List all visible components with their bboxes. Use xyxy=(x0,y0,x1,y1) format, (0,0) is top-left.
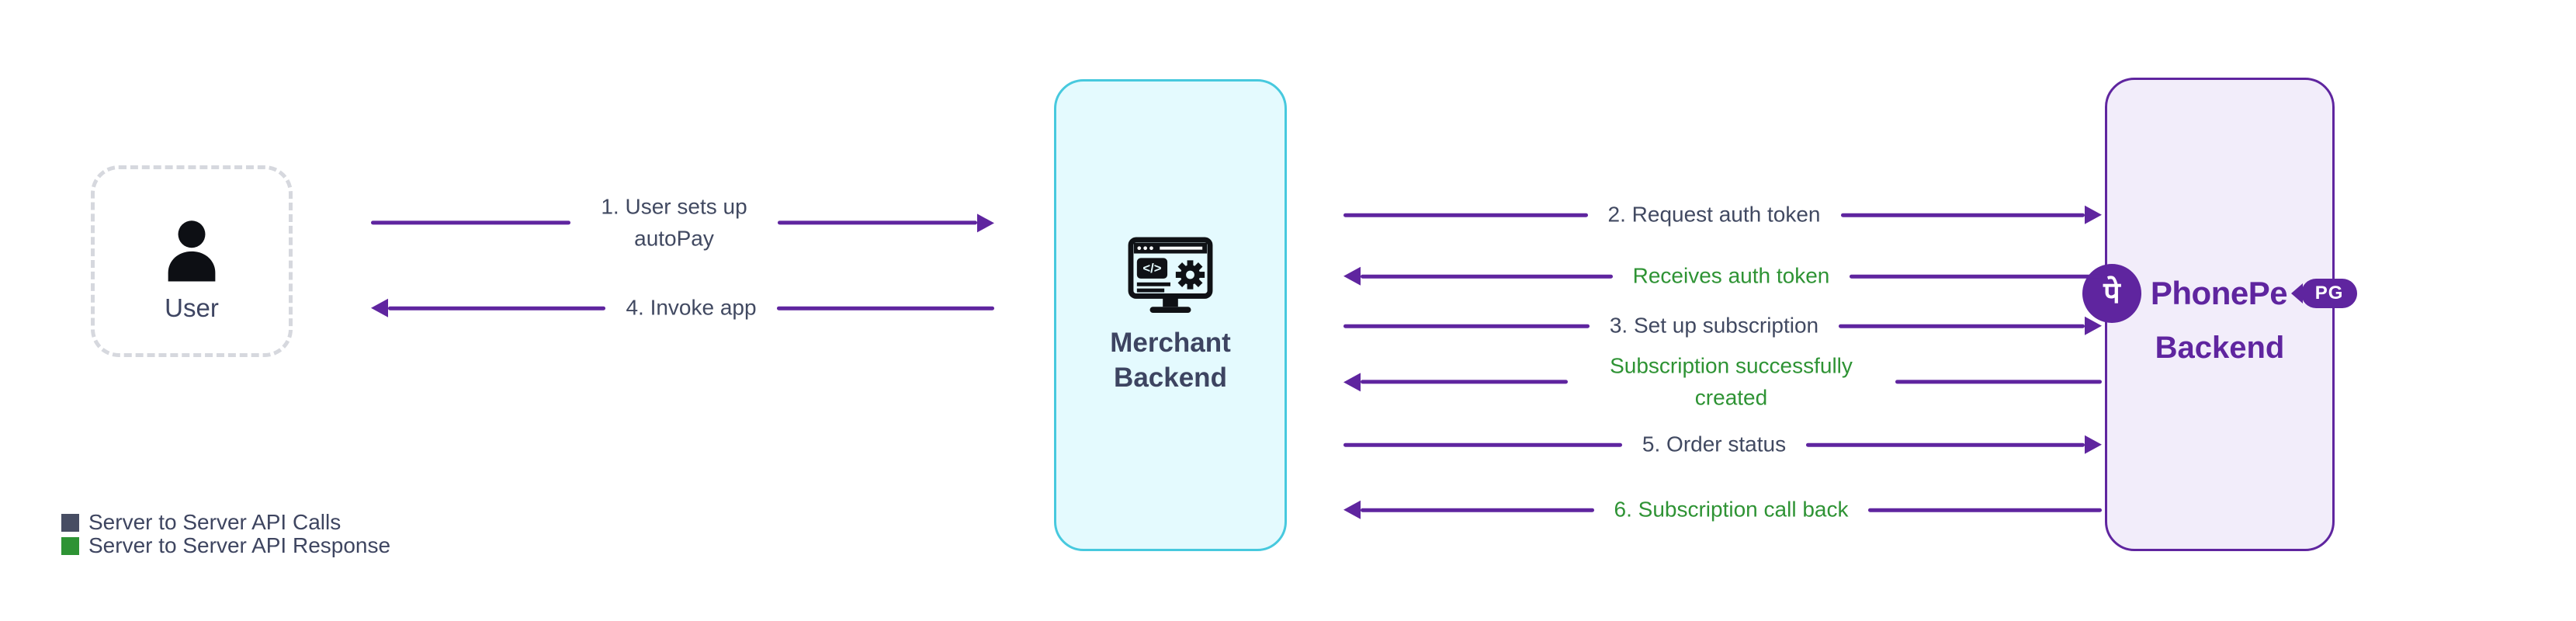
merchant-backend-actor-box: </> Merchant Backend xyxy=(1054,79,1287,551)
arrowhead-right-icon xyxy=(2085,435,2102,454)
arrow-line xyxy=(1343,213,1588,217)
arrow-line xyxy=(1806,442,2085,447)
arrow-line xyxy=(1343,442,1622,447)
flow-label: 6. Subscription call back xyxy=(1614,497,1849,522)
arrow-line xyxy=(1895,380,2102,384)
svg-text:</>: </> xyxy=(1142,261,1161,276)
arrow-line xyxy=(1850,274,2102,279)
phonepe-wordmark: PhonePe xyxy=(2150,274,2288,311)
arrowhead-left-icon xyxy=(1343,373,1361,391)
flow-receives-auth-token: Receives auth token xyxy=(1343,261,2102,293)
flow-label: 1. User sets up autoPay xyxy=(601,194,747,250)
legend-swatch-response-icon xyxy=(61,536,79,555)
arrow-line xyxy=(371,220,570,225)
arrowhead-left-icon xyxy=(371,299,388,317)
flow-user-sets-up-autopay: 1. User sets up autoPay xyxy=(371,191,994,254)
legend-swatch-calls-icon xyxy=(61,513,79,532)
phonepe-logo-icon: पे xyxy=(2082,263,2141,323)
user-actor-box: User xyxy=(91,165,293,357)
arrow-line xyxy=(778,220,977,225)
legend-row-response: Server to Server API Response xyxy=(61,533,391,557)
arrowhead-left-icon xyxy=(1343,501,1361,519)
user-actor-label: User xyxy=(165,293,219,322)
phonepe-glyph: पे xyxy=(2103,276,2120,310)
flow-order-status: 5. Order status xyxy=(1343,429,2102,461)
merchant-label-line1: Merchant xyxy=(1110,327,1231,358)
flow-label: Subscription successfully created xyxy=(1610,353,1853,409)
arrowhead-right-icon xyxy=(2085,206,2103,224)
merchant-label-line2: Backend xyxy=(1114,363,1227,393)
arrowhead-right-icon xyxy=(977,213,994,232)
flow-subscription-created: Subscription successfully created xyxy=(1343,350,2102,413)
flow-label: 4. Invoke app xyxy=(626,295,757,320)
arrow-line xyxy=(1361,380,1568,384)
flow-label: Receives auth token xyxy=(1632,263,1830,288)
flow-set-up-subscription: 3. Set up subscription xyxy=(1343,310,2102,342)
pg-badge-text: PG xyxy=(2314,282,2344,304)
monitor-code-gear-icon: </> xyxy=(1128,236,1213,313)
legend-label-response: Server to Server API Response xyxy=(88,533,391,557)
arrow-line xyxy=(388,306,606,310)
flow-label: 5. Order status xyxy=(1642,432,1787,456)
arrow-line xyxy=(776,306,994,310)
arrowhead-left-icon xyxy=(1343,267,1361,286)
arrow-line xyxy=(1868,508,2102,512)
legend-row-calls: Server to Server API Calls xyxy=(61,510,390,534)
phonepe-actor-label: Backend xyxy=(2155,330,2285,365)
user-icon xyxy=(168,220,216,281)
arrow-line xyxy=(1361,274,1613,279)
arrow-line xyxy=(1840,213,2085,217)
phonepe-backend-actor-box: पे PhonePe PG Backend xyxy=(2082,78,2358,551)
pg-badge: PG xyxy=(2301,278,2358,308)
merchant-actor-label: Merchant Backend xyxy=(1110,325,1231,396)
legend: Server to Server API Calls Server to Ser… xyxy=(61,510,391,557)
flow-invoke-app: 4. Invoke app xyxy=(371,293,994,324)
arrowhead-right-icon xyxy=(2085,317,2102,335)
flow-label: 3. Set up subscription xyxy=(1609,313,1819,338)
flow-label: 2. Request auth token xyxy=(1607,202,1821,227)
arrow-line xyxy=(1361,508,1594,512)
flow-request-auth-token: 2. Request auth token xyxy=(1343,199,2103,231)
flow-subscription-callback: 6. Subscription call back xyxy=(1343,494,2102,526)
phonepe-logo: पे PhonePe PG xyxy=(2082,263,2358,323)
arrow-line xyxy=(1839,324,2085,328)
legend-label-calls: Server to Server API Calls xyxy=(88,510,342,534)
arrow-line xyxy=(1343,324,1590,328)
